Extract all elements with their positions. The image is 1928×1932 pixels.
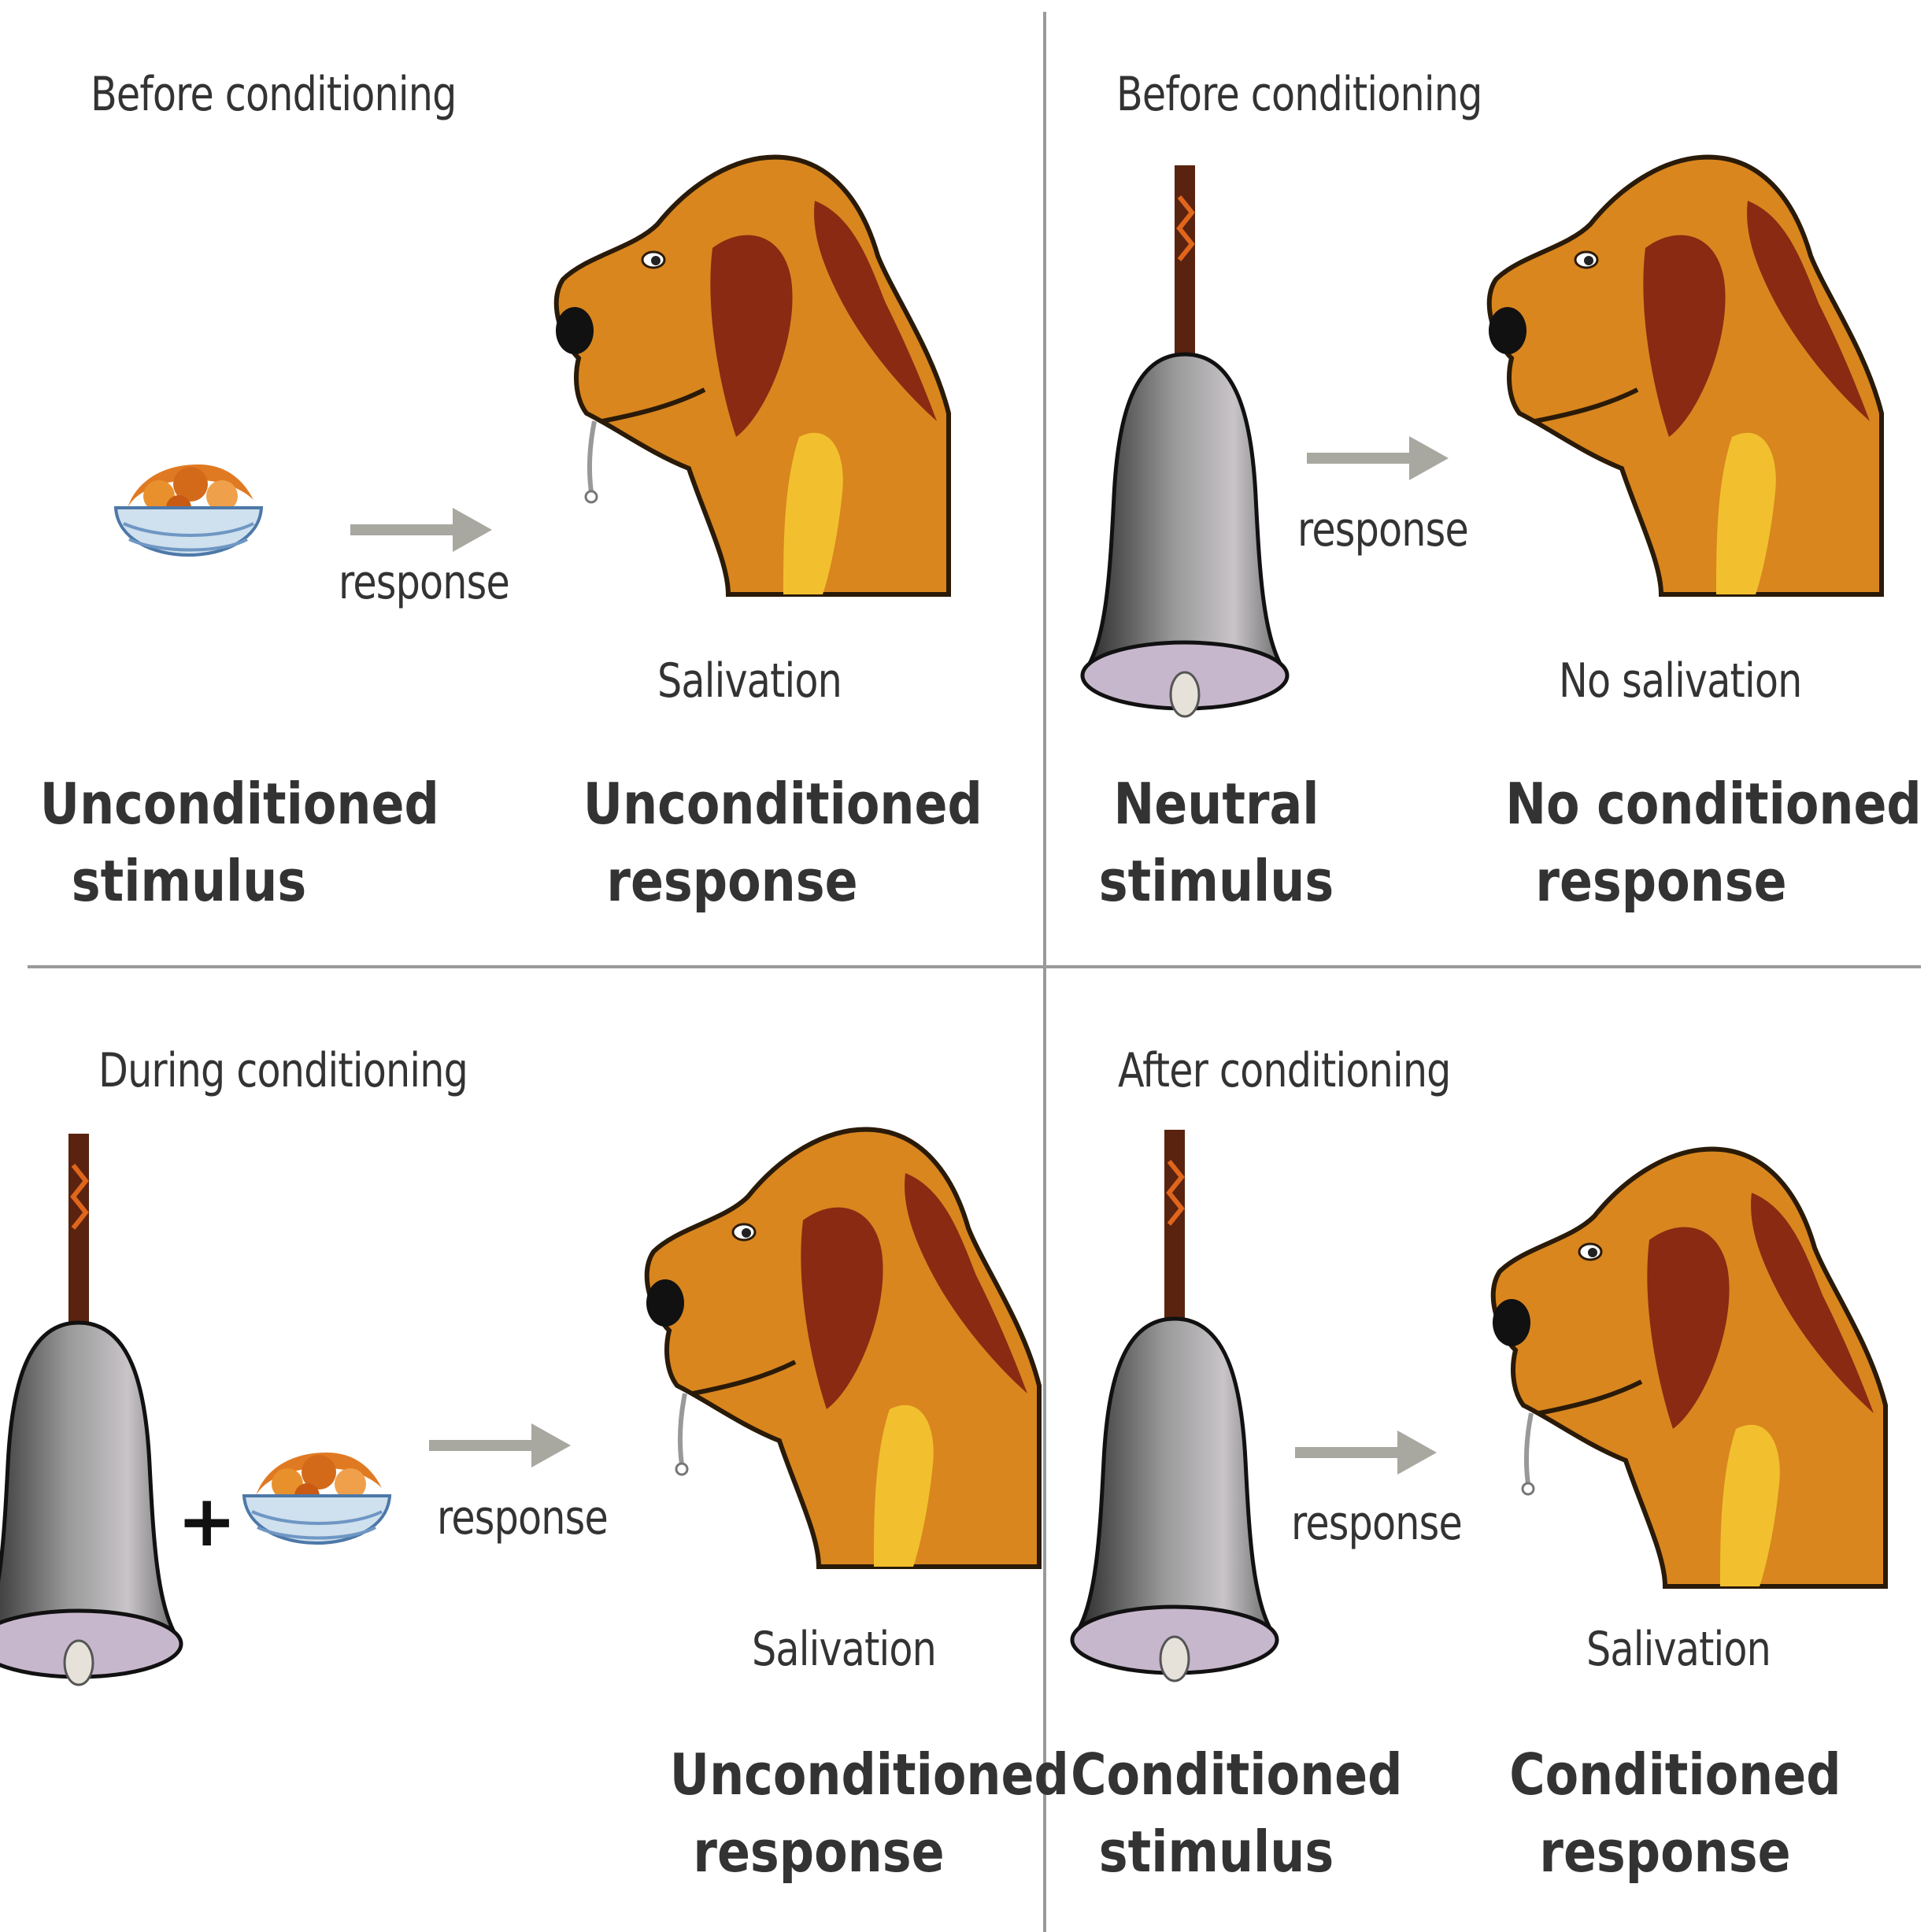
outcome-label: Salivation: [1586, 1622, 1771, 1677]
response-arrow: [1295, 1429, 1445, 1476]
stimulus-label-line1: Unconditioned: [40, 765, 338, 842]
response-label: Unconditioned response: [670, 1736, 968, 1890]
panel-heading: After conditioning: [1118, 1043, 1451, 1098]
dog-salivating-image: [622, 1126, 1047, 1575]
stimulus-label-line2: stimulus: [1071, 1813, 1362, 1890]
response-label-line2: response: [583, 842, 881, 920]
response-label-line2: response: [670, 1813, 968, 1890]
outcome-label: Salivation: [657, 653, 842, 709]
stimulus-label: Conditioned stimulus: [1071, 1736, 1362, 1890]
arrow-label: response: [1291, 1496, 1462, 1551]
bell-image: [0, 1134, 185, 1701]
arrow-label: response: [1297, 502, 1468, 557]
response-label-line2: response: [1509, 1813, 1821, 1890]
response-label-line1: Unconditioned: [670, 1736, 968, 1813]
food-bowl-image: [112, 461, 269, 587]
food-bowl-image: [240, 1449, 398, 1575]
divider-vertical: [1043, 12, 1046, 1932]
stimulus-label-line2: stimulus: [40, 842, 338, 920]
divider-horizontal: [28, 965, 1921, 968]
stimulus-label-line1: Conditioned: [1071, 1736, 1362, 1813]
outcome-label: Salivation: [752, 1622, 936, 1677]
bell-image: [1076, 1130, 1281, 1697]
outcome-label: No salivation: [1559, 653, 1802, 709]
arrow-label: response: [339, 555, 509, 610]
response-label: Unconditioned response: [583, 765, 881, 920]
stimulus-label-line1: Neutral: [1071, 765, 1362, 842]
stimulus-label: Neutral stimulus: [1071, 765, 1362, 920]
panel-heading: Before conditioning: [91, 67, 456, 122]
panel-heading: Before conditioning: [1116, 67, 1482, 122]
stimulus-label-line2: stimulus: [1071, 842, 1362, 920]
bell-image: [1086, 165, 1291, 732]
response-label-line1: No conditioned: [1505, 765, 1817, 842]
response-label-line1: Conditioned: [1509, 1736, 1821, 1813]
panel-heading: During conditioning: [98, 1043, 468, 1098]
arrow-label: response: [437, 1490, 608, 1545]
response-arrow: [1307, 435, 1456, 482]
response-label-line1: Unconditioned: [583, 765, 881, 842]
dog-salivating-image: [1468, 1146, 1893, 1594]
dog-image: [1464, 154, 1889, 602]
dog-salivating-image: [531, 154, 957, 602]
response-label-line2: response: [1505, 842, 1817, 920]
response-label: Conditioned response: [1509, 1736, 1821, 1890]
stimulus-label: Unconditioned stimulus: [40, 765, 338, 920]
plus-sign: +: [177, 1480, 236, 1563]
response-arrow: [350, 506, 500, 553]
response-label: No conditioned response: [1505, 765, 1817, 920]
response-arrow: [429, 1422, 579, 1469]
